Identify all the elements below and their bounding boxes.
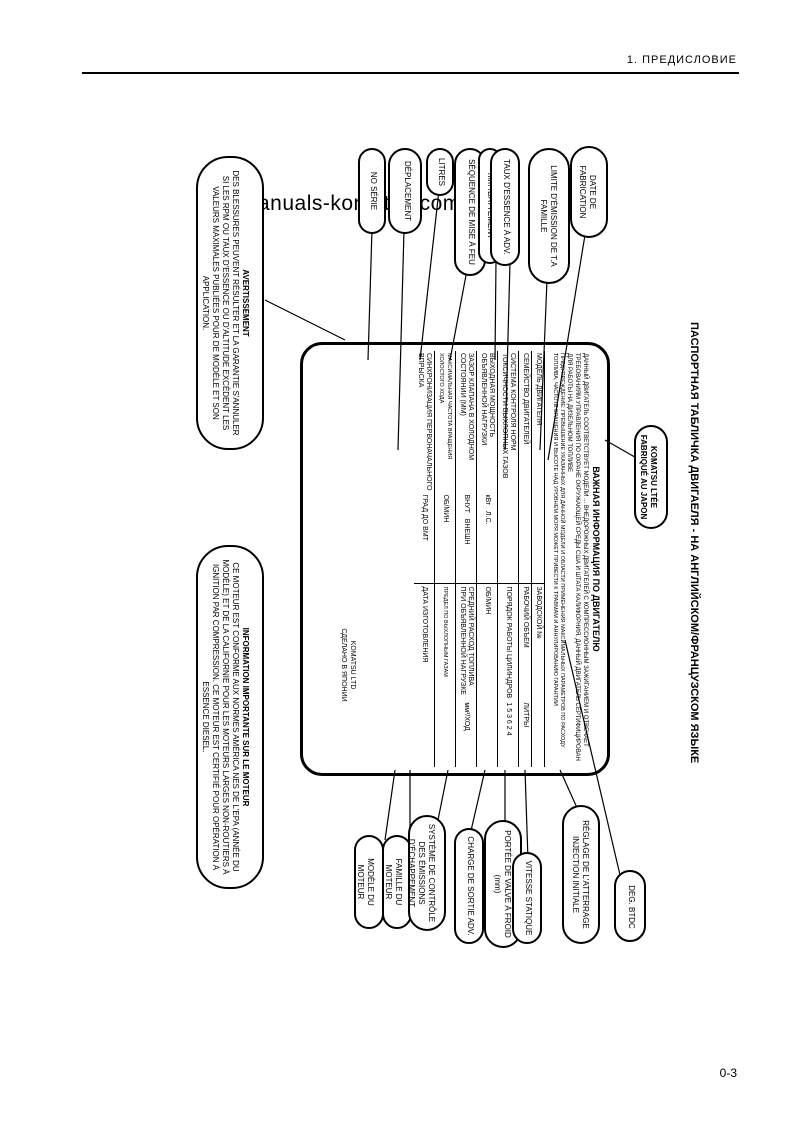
plate-cell: МОДЕЛЬ ДВИГАТЕЛЯ xyxy=(535,353,542,426)
plate-cell: ВНУТ ВНЕШН xyxy=(463,494,470,545)
plate-cell: мм³/ХОД xyxy=(463,702,470,731)
bubble-manufacture-date: DATE DE FABRICATION xyxy=(570,146,608,238)
plate-cell: РАБОЧИЙ ОБЪЕМ xyxy=(518,583,532,701)
plate-cell: 1 5 3 6 2 4 xyxy=(505,702,512,736)
plate-cell: ПРЕДЕЛ ПО ВЫХЛОПНЫМ ГАЗАМ xyxy=(434,583,456,701)
plate-maker-name: KOMATSU LTD xyxy=(349,640,356,690)
engine-plate: ВАЖНАЯ ИНФОРМАЦИЯ ПО ДВИГАТЕЛЮ ДАННЫЙ ДВ… xyxy=(300,342,610,776)
page-number: 0-3 xyxy=(719,1066,737,1080)
warning-bubble-text: DES BLESSURES PEUVENT RÉSULTER ET LA GAR… xyxy=(201,170,240,436)
plate-cell: ЛИТРЫ xyxy=(522,702,529,728)
bubble-deg-btdc-text: DEG. BTDC xyxy=(627,885,636,929)
bubble-output-load-text: CHARGE DE SORTIE ADV. xyxy=(466,836,475,936)
bubble-displacement-text: DÉPLACEMENT xyxy=(403,160,412,221)
plate-intro: ДАННЫЙ ДВИГАТЕЛЬ СООТВЕТСТВУЕТ МОДЕЛИ ..… xyxy=(566,353,588,761)
plate-cell: ВЫХОДНАЯ МОЩНОСТЬ ОБЪЯВЛЕННОЙ НАГРУЗКИ xyxy=(480,353,495,446)
bubble-emission-system-text: SYSTÈME DE CONTRÔLE DES ÉMISSIONS D'ÉCHA… xyxy=(407,823,436,923)
warning-bubble-content: AVERTISSEMENT DES BLESSURES PEUVENT RÉSU… xyxy=(200,168,250,438)
bubble-emission-limit-text: LIMITE D'ÉMISSION DE T.A FAMILLE xyxy=(539,165,558,267)
bubble-firing-order-text: SÉQUENCE DE MISE À FEU xyxy=(467,159,476,265)
plate-title: ВАЖНАЯ ИНФОРМАЦИЯ ПО ДВИГАТЕЛЮ xyxy=(591,466,601,652)
info-bubble-title: INFORMATION IMPORTANTE SUR LE MOTEUR xyxy=(241,627,250,807)
plate-cell: ОБ/МИН xyxy=(476,583,498,701)
plate-row: СИНХРОНИЗАЦИЯ ПЕРВОНАЧАЛЬНОГО ВПРЫСКА ГР… xyxy=(414,351,435,767)
section-title: 1. ПРЕДИСЛОВИЕ xyxy=(626,54,737,66)
info-bubble: INFORMATION IMPORTANTE SUR LE MOTEUR CE … xyxy=(196,545,264,889)
bubble-injection-timing-text: RÉGLAGE DE L'ATTERRAGE INJECTION INITIAL… xyxy=(571,820,590,929)
header-rule xyxy=(82,72,739,74)
plate-cell: СИНХРОНИЗАЦИЯ ПЕРВОНАЧАЛЬНОГО ВПРЫСКА xyxy=(417,353,432,491)
engine-plate-content: ВАЖНАЯ ИНФОРМАЦИЯ ПО ДВИГАТЕЛЮ ДАННЫЙ ДВ… xyxy=(303,345,607,773)
bubble-engine-model-text: MODÈLE DU MOTEUR xyxy=(356,858,375,906)
info-bubble-content: INFORMATION IMPORTANTE SUR LE MOTEUR CE … xyxy=(200,557,250,877)
plate-table: МОДЕЛЬ ДВИГАТЕЛЯ ЗАВОДСКОЙ № СЕМЕЙСТВО Д… xyxy=(414,351,545,767)
bubble-litres-text: LITRES xyxy=(437,157,446,186)
plate-row: СИСТЕМА КОНТРОЛЯ НОРМ ТОКСИЧНОСТИ ВЫХЛОП… xyxy=(497,351,519,767)
warning-bubble: AVERTISSEMENT DES BLESSURES PEUVENT RÉSU… xyxy=(196,156,264,450)
bubble-made-in-japan-text: KOMATSU LTÉE FABRIQUÉ AU JAPON xyxy=(639,434,658,520)
bubble-static-speed: VITESSE STATIQUE xyxy=(512,852,542,944)
bubble-engine-model: MODÈLE DU MOTEUR xyxy=(354,835,384,929)
bubble-displacement: DÉPLACEMENT xyxy=(388,148,422,234)
plate-made-in: СДЕЛАНО В ЯПОНИИ xyxy=(340,628,347,702)
plate-cell: ЗАЗОР КЛАПАНА В ХОЛОДНОМ СОСТОЯНИИ (ММ) xyxy=(459,353,474,461)
plate-cell: СРЕДНИЙ РАСХОД ТОПЛИВА ПРИ ОБЪЯВЛЕННОЙ Н… xyxy=(455,583,477,701)
plate-row: МАКСИМАЛЬНАЯ ЧАСТОТА ВРАЩЕНИЯ ХОЛОСТОГО … xyxy=(434,351,456,767)
bubble-output-load: CHARGE DE SORTIE ADV. xyxy=(454,828,484,944)
bubble-fuel-rate-text: TAUX D'ESSENCE À ADV. xyxy=(502,159,511,255)
bubble-manufacture-date-text: DATE DE FABRICATION xyxy=(578,165,597,219)
plate-maker: KOMATSU LTD СДЕЛАНО В ЯПОНИИ xyxy=(339,575,357,755)
plate-cell: ОБ/МИН xyxy=(442,494,449,523)
bubble-made-in-japan: KOMATSU LTÉE FABRIQUÉ AU JAPON xyxy=(634,425,668,529)
bubble-injection-timing: RÉGLAGE DE L'ATTERRAGE INJECTION INITIAL… xyxy=(562,805,600,944)
bubble-static-speed-text: VITESSE STATIQUE xyxy=(524,860,533,936)
plate-row: ЗАЗОР КЛАПАНА В ХОЛОДНОМ СОСТОЯНИИ (ММ) … xyxy=(455,351,477,767)
plate-cell: МАКСИМАЛЬНАЯ ЧАСТОТА ВРАЩЕНИЯ ХОЛОСТОГО … xyxy=(438,353,452,460)
plate-cell: ГРАД ДО ВМТ xyxy=(421,494,428,541)
plate-cell: ПОРЯДОК РАБОТЫ ЦИЛИНДРОВ xyxy=(497,583,519,701)
warning-bubble-title: AVERTISSEMENT xyxy=(241,269,250,337)
plate-row: МОДЕЛЬ ДВИГАТЕЛЯ ЗАВОДСКОЙ № xyxy=(531,351,545,767)
bubble-emission-system: SYSTÈME DE CONTRÔLE DES ÉMISSIONS D'ÉCHA… xyxy=(407,815,446,931)
bubble-deg-btdc: DEG. BTDC xyxy=(614,870,646,942)
bubble-valve-lash-text: PORTÉE DE VALVE À FROID (mm) xyxy=(493,830,512,938)
plate-cell: кВт Л.С. xyxy=(484,494,491,525)
plate-cell: ДАТА ИЗГОТОВЛЕНИЯ xyxy=(414,583,435,701)
bubble-serial-no-text: NO SÉRIE xyxy=(369,171,378,211)
bubble-litres: LITRES xyxy=(426,148,454,196)
plate-cell: ЗАВОДСКОЙ № xyxy=(531,583,545,701)
plate-cell: СЕМЕЙСТВО ДВИГАТЕЛЕЙ xyxy=(522,353,529,445)
plate-cell: СИСТЕМА КОНТРОЛЯ НОРМ ТОКСИЧНОСТИ ВЫХЛОП… xyxy=(501,353,516,479)
plate-row: ВЫХОДНАЯ МОЩНОСТЬ ОБЪЯВЛЕННОЙ НАГРУЗКИ к… xyxy=(476,351,498,767)
bubble-engine-family-text: FAMILLE DU MOTEUR xyxy=(384,858,403,906)
bubble-fuel-rate: TAUX D'ESSENCE À ADV. xyxy=(490,148,520,266)
bubble-serial-no: NO SÉRIE xyxy=(358,148,386,234)
plate-warning: ПРЕДУПРЕЖДЕНИЕ: ПРЕВЫШЕНИЕ УКАЗАННЫХ ДЛЯ… xyxy=(552,353,565,748)
figure-caption: ПАСПОРТНАЯ ТАБЛИЧКА ДВИГАЕЛЯ - НА АНГЛИЙ… xyxy=(688,322,700,764)
info-bubble-text: CE MOTEUR EST CONFORME AUX NORMES AMÉRIC… xyxy=(201,559,240,875)
bubble-emission-limit: LIMITE D'ÉMISSION DE T.A FAMILLE xyxy=(528,148,570,284)
plate-row: СЕМЕЙСТВО ДВИГАТЕЛЕЙ РАБОЧИЙ ОБЪЕМ ЛИТРЫ xyxy=(518,351,532,767)
